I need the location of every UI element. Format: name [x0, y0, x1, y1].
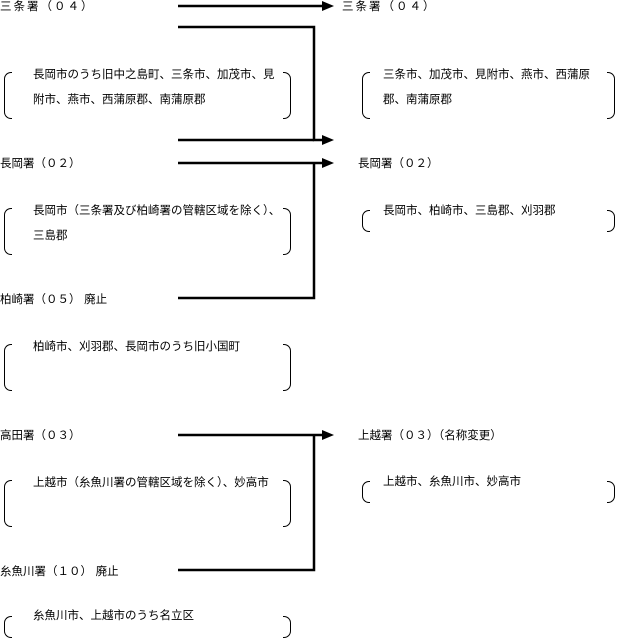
sanjo-new-label: 三条署（０４） [342, 0, 437, 13]
kashiwazaki-area: 柏崎市、刈羽郡、長岡市のうち旧小国町 [33, 339, 240, 353]
arrowhead-joetsu [322, 430, 334, 440]
joetsu-area: 上越市、糸魚川市、妙高市 [383, 474, 521, 488]
sanjo-old-area: 長岡市のうち旧中之島町、三条市、加茂市、見附市、燕市、西蒲原郡、南蒲原郡 [33, 67, 275, 106]
itoigawa-area: 糸魚川市、上越市のうち名立区 [33, 608, 194, 622]
connector-kashiwazaki [178, 163, 316, 300]
joetsu-note: （名称変更） [438, 428, 502, 442]
joetsu-label: 上越署（０３）（名称変更） [358, 427, 502, 443]
bracket-right [607, 72, 615, 119]
sanjo-new-area: 三条市、加茂市、見附市、燕市、西蒲原郡、南蒲原郡 [383, 67, 590, 106]
bracket-left [362, 210, 370, 232]
nagaoka-old-label: 長岡署（０２） [0, 156, 81, 170]
bracket-right [283, 208, 291, 255]
bracket-left [4, 344, 12, 391]
takada-area: 上越市（糸魚川署の管轄区域を除く）、妙高市 [33, 475, 269, 489]
bracket-right [283, 616, 291, 638]
kashiwazaki-status: 廃止 [84, 292, 108, 306]
bracket-right [607, 210, 615, 232]
itoigawa-name: 糸魚川署（１０） [0, 564, 92, 578]
bracket-right [607, 481, 615, 503]
bracket-right [283, 72, 291, 119]
arrowhead-sanjo [322, 1, 334, 11]
connector-itoigawa [178, 435, 316, 572]
nagaoka-old-area: 長岡市（三条署及び柏崎署の管轄区域を除く）、三島郡 [33, 203, 281, 242]
bracket-right [283, 344, 291, 391]
bracket-left [4, 208, 12, 255]
kashiwazaki-name: 柏崎署（０５） [0, 292, 81, 306]
bracket-left [4, 480, 12, 527]
bracket-right [283, 480, 291, 527]
nagaoka-new-label: 長岡署（０２） [358, 156, 439, 170]
sanjo-old-label: 三条署（０４） [0, 0, 95, 13]
joetsu-name: 上越署（０３） [358, 428, 439, 442]
kashiwazaki-label: 柏崎署（０５） 廃止 [0, 291, 107, 307]
bracket-left [362, 72, 370, 119]
itoigawa-label: 糸魚川署（１０） 廃止 [0, 563, 119, 579]
takada-label: 高田署（０３） [0, 428, 81, 442]
arrowhead-nagaoka [322, 158, 334, 168]
bracket-left [4, 616, 12, 638]
bracket-left [4, 72, 12, 119]
itoigawa-status: 廃止 [95, 564, 119, 578]
connector-sanjo-to-nagaoka [178, 25, 324, 142]
arrowhead-sanjo-lower [322, 135, 334, 145]
bracket-left [362, 481, 370, 503]
nagaoka-new-area: 長岡市、柏崎市、三島郡、刈羽郡 [383, 203, 556, 217]
